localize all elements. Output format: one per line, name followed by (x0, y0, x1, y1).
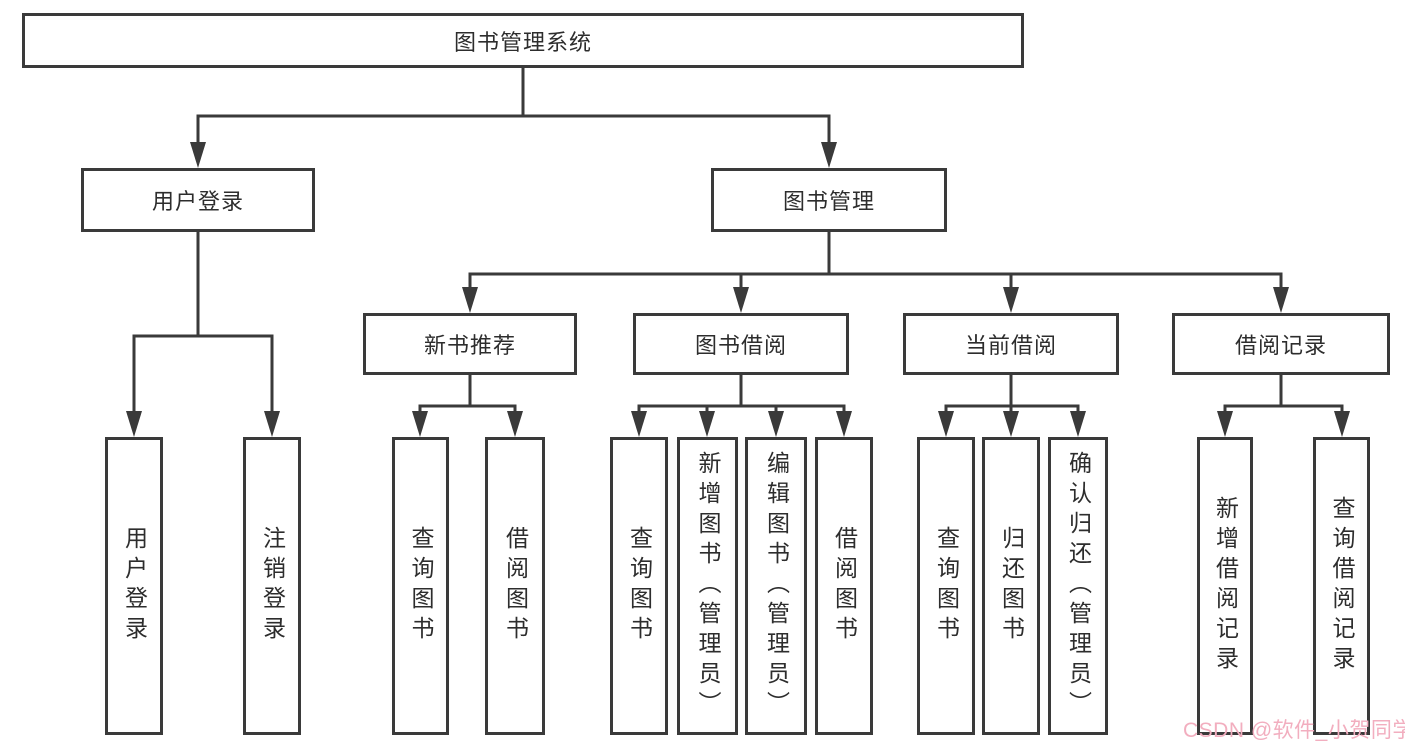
leaf-query-books-current: 查询图书 (917, 437, 975, 735)
leaf-query-books-recommend: 查询图书 (392, 437, 449, 735)
csdn-watermark: CSDN @软件_小贺同学 (1183, 719, 1405, 742)
leaf-logout: 注销登录 (243, 437, 301, 735)
leaf-borrow-books-recommend: 借阅图书 (485, 437, 545, 735)
leaf-add-borrow-record: 新增借阅记录 (1197, 437, 1253, 735)
leaf-user-login: 用户登录 (105, 437, 163, 735)
node-new-book-recommend: 新书推荐 (363, 313, 577, 375)
leaf-return-books: 归还图书 (982, 437, 1040, 735)
leaf-query-books-borrow: 查询图书 (610, 437, 668, 735)
leaf-borrow-books: 借阅图书 (815, 437, 873, 735)
leaf-add-books-admin: 新增图书（管理员） (677, 437, 738, 735)
leaf-confirm-return-admin: 确认归还（管理员） (1048, 437, 1108, 735)
node-book-management: 图书管理 (711, 168, 947, 232)
node-borrow-records: 借阅记录 (1172, 313, 1390, 375)
node-current-borrow: 当前借阅 (903, 313, 1119, 375)
leaf-edit-books-admin: 编辑图书（管理员） (745, 437, 807, 735)
node-book-borrow: 图书借阅 (633, 313, 849, 375)
node-user-login: 用户登录 (81, 168, 315, 232)
node-root: 图书管理系统 (22, 13, 1024, 68)
arrowheads (126, 142, 1350, 437)
leaf-query-borrow-record: 查询借阅记录 (1313, 437, 1370, 735)
